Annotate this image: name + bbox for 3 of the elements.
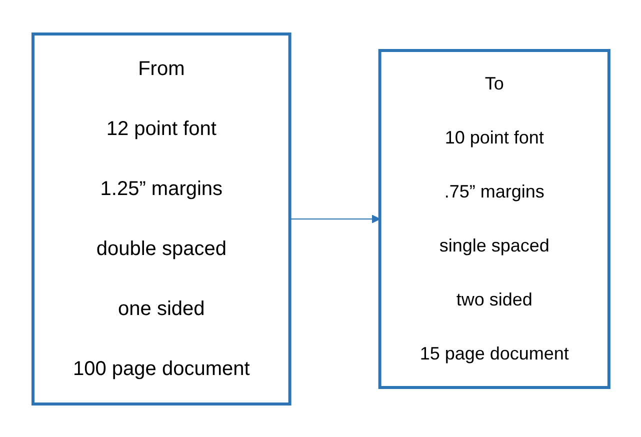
arrow xyxy=(288,214,380,223)
node-box: From 12 point font 1.25” margins double spaced one sided 100 page document xyxy=(31,32,291,405)
node-box: To 10 point font .75” margins single spaced two sided 15 page document xyxy=(378,48,610,388)
